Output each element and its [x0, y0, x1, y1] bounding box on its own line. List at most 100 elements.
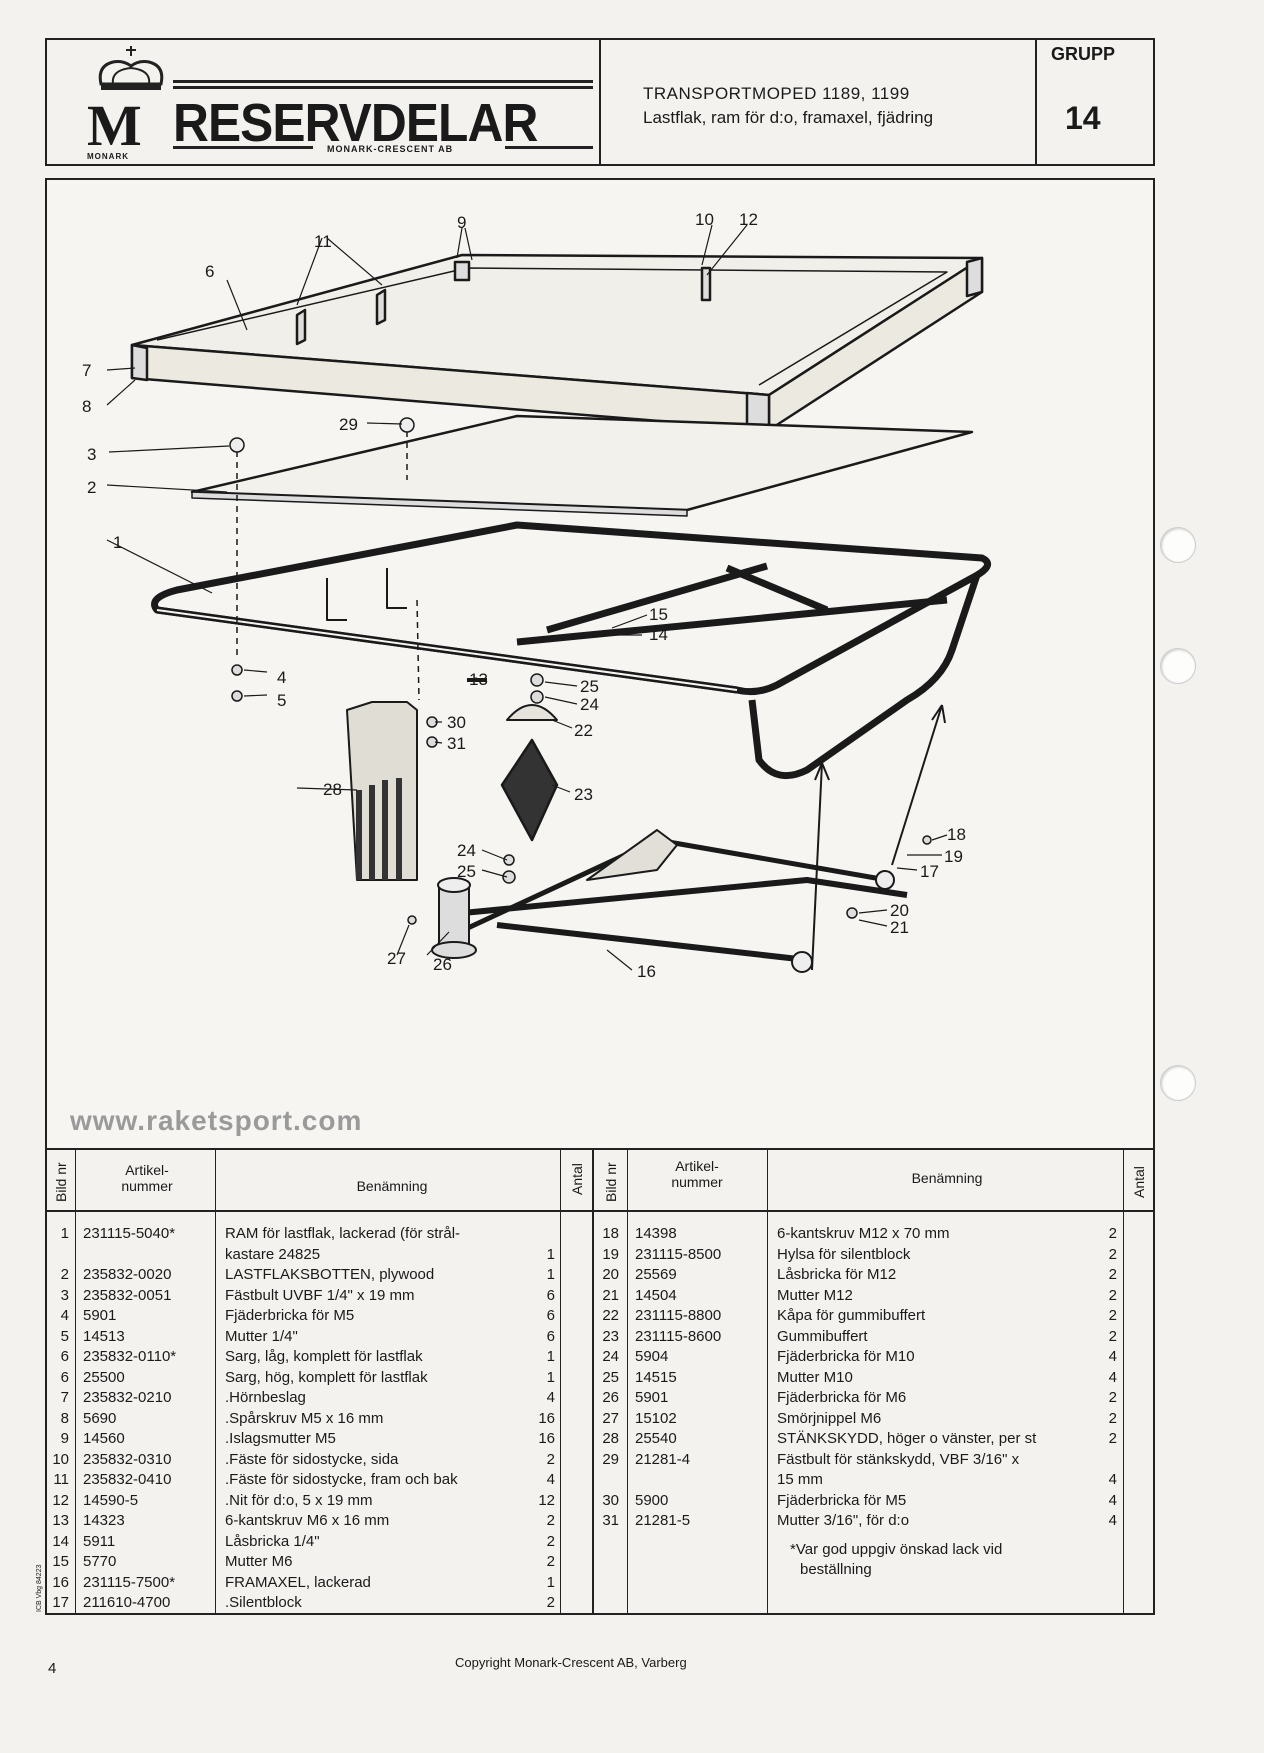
description-cell: Hylsa för silentblock [777, 1245, 911, 1263]
description-cell: .Silentblock [225, 1594, 302, 1611]
brand-title: RESERVDELAR [173, 93, 538, 153]
description-cell: Mutter 1/4" [225, 1327, 298, 1345]
quantity-cell: 4 [546, 1389, 555, 1406]
part-number-cell: 22 [602, 1307, 619, 1324]
article-number-cell: 14323 [83, 1512, 125, 1529]
quantity-cell: 4 [546, 1471, 555, 1488]
col-header-antal-2: Antal [1131, 1166, 1147, 1198]
quantity-cell: 6 [546, 1327, 555, 1345]
description-cell: LASTFLAKSBOTTEN, plywood [225, 1266, 435, 1283]
part-number-cell: 29 [602, 1450, 619, 1468]
callout-11: 11 [314, 232, 332, 251]
article-number-cell: 211610-4700 [83, 1594, 171, 1611]
part-number-cell: 4 [60, 1307, 69, 1324]
article-number-cell: 25500 [83, 1368, 125, 1386]
quantity-cell: 2 [1108, 1307, 1117, 1324]
group-label: GRUPP [1051, 44, 1116, 64]
part-number-cell: 24 [602, 1348, 619, 1365]
quantity-cell: 16 [538, 1409, 555, 1427]
part-number-cell: 13 [52, 1512, 69, 1529]
description-cell: Fjäderbricka för M10 [777, 1348, 915, 1365]
description-cell: Mutter 3/16", för d:o [777, 1512, 910, 1529]
callout-7: 7 [82, 361, 91, 380]
part-number-cell: 31 [602, 1512, 619, 1529]
callout-30: 30 [447, 713, 466, 732]
article-number-cell: 15102 [635, 1409, 677, 1427]
quantity-cell: 1 [546, 1573, 555, 1591]
part-number-cell: 15 [52, 1553, 69, 1570]
part-number-cell: 5 [60, 1327, 69, 1345]
article-number-cell: 14515 [635, 1368, 677, 1386]
article-number-cell: 14504 [635, 1286, 677, 1304]
callout-9: 9 [457, 213, 466, 232]
quantity-cell: 4 [1108, 1471, 1117, 1488]
col-header-artikel-2: Artikel- nummer [671, 1158, 723, 1190]
part-number-cell: 30 [602, 1491, 619, 1509]
watermark: www.raketsport.com [70, 1105, 363, 1136]
part-number-cell: 14 [52, 1532, 69, 1550]
quantity-cell: 4 [1108, 1512, 1117, 1529]
description-cell: 6-kantskruv M6 x 16 mm [225, 1512, 390, 1529]
part-number-cell: 26 [602, 1389, 619, 1406]
callout-1: 1 [113, 533, 122, 552]
rubber-buffer [500, 738, 559, 842]
article-number-cell: 14513 [83, 1327, 125, 1345]
article-number-cell: 25540 [635, 1430, 677, 1447]
binder-hole-bottom [1160, 1065, 1196, 1101]
description-cell: kastare 24825 [225, 1245, 321, 1263]
binder-hole-middle [1160, 648, 1196, 684]
col-header-antal: Antal [569, 1163, 585, 1195]
buffer-cap [506, 704, 558, 721]
quantity-cell: 4 [1108, 1491, 1117, 1509]
quantity-cell: 2 [546, 1553, 555, 1570]
part-number-cell: 18 [602, 1225, 619, 1242]
group-area: GRUPP 14 [1037, 40, 1153, 164]
article-number-cell: 21281-5 [635, 1512, 691, 1529]
callout-17: 17 [920, 862, 939, 881]
part-number-cell: 27 [602, 1409, 619, 1427]
description-cell: Mutter M12 [777, 1286, 853, 1304]
part-number-cell: 10 [52, 1450, 69, 1468]
part-number-cell: 12 [52, 1491, 69, 1509]
callout-24b: 24 [580, 695, 599, 714]
article-number-cell: 5901 [83, 1307, 117, 1324]
callout-19: 19 [944, 847, 963, 866]
logo-area: M MONARK RESERVDELAR MONARK-CRESCENT AB [47, 40, 601, 164]
description-cell: .Spårskruv M5 x 16 mm [225, 1409, 384, 1427]
callout-31: 31 [447, 734, 466, 753]
callout-23: 23 [574, 785, 593, 804]
crown-icon [98, 46, 164, 90]
logo-letter: M [87, 93, 142, 158]
description-cell: Låsbricka 1/4" [225, 1532, 320, 1550]
callout-29: 29 [339, 415, 358, 434]
description-cell: Fjäderbricka för M6 [777, 1389, 907, 1406]
description-cell: RAM för lastflak, lackerad (för strål- [225, 1225, 461, 1242]
description-cell: .Fäste för sidostycke, sida [225, 1450, 399, 1468]
callout-20: 20 [890, 901, 909, 920]
col-header-benamning-2: Benämning [911, 1170, 983, 1186]
part-number-cell: 25 [602, 1368, 619, 1386]
article-number-cell: 231115-7500* [83, 1573, 176, 1591]
description-cell: .Hörnbeslag [225, 1389, 306, 1406]
article-number-cell: 5690 [83, 1409, 117, 1427]
quantity-cell: 12 [538, 1491, 555, 1509]
quantity-cell: 2 [1108, 1430, 1117, 1447]
article-number-cell: 231115-8500 [635, 1245, 722, 1263]
group-number: 14 [1065, 100, 1101, 136]
copyright: Copyright Monark-Crescent AB, Varberg [455, 1655, 687, 1670]
product-subtitle: Lastflak, ram för d:o, framaxel, fjädrin… [643, 108, 934, 127]
part-number-cell: 6 [60, 1368, 69, 1386]
callout-15: 15 [649, 605, 668, 624]
article-number-cell: 235832-0051 [83, 1286, 172, 1304]
product-title: TRANSPORTMOPED 1189, 1199 [643, 84, 910, 103]
article-number-cell: 235832-0020 [83, 1266, 172, 1283]
article-number-cell: 5900 [635, 1491, 669, 1509]
description-cell: Smörjnippel M6 [777, 1409, 882, 1427]
title-area: TRANSPORTMOPED 1189, 1199 Lastflak, ram … [599, 40, 1037, 164]
article-number-cell: 5904 [635, 1348, 669, 1365]
article-number-cell: 25569 [635, 1266, 677, 1283]
quantity-cell: 2 [1108, 1409, 1117, 1427]
callout-10: 10 [695, 210, 714, 229]
article-number-cell: 235832-0110* [83, 1348, 177, 1365]
quantity-cell: 2 [546, 1594, 555, 1611]
